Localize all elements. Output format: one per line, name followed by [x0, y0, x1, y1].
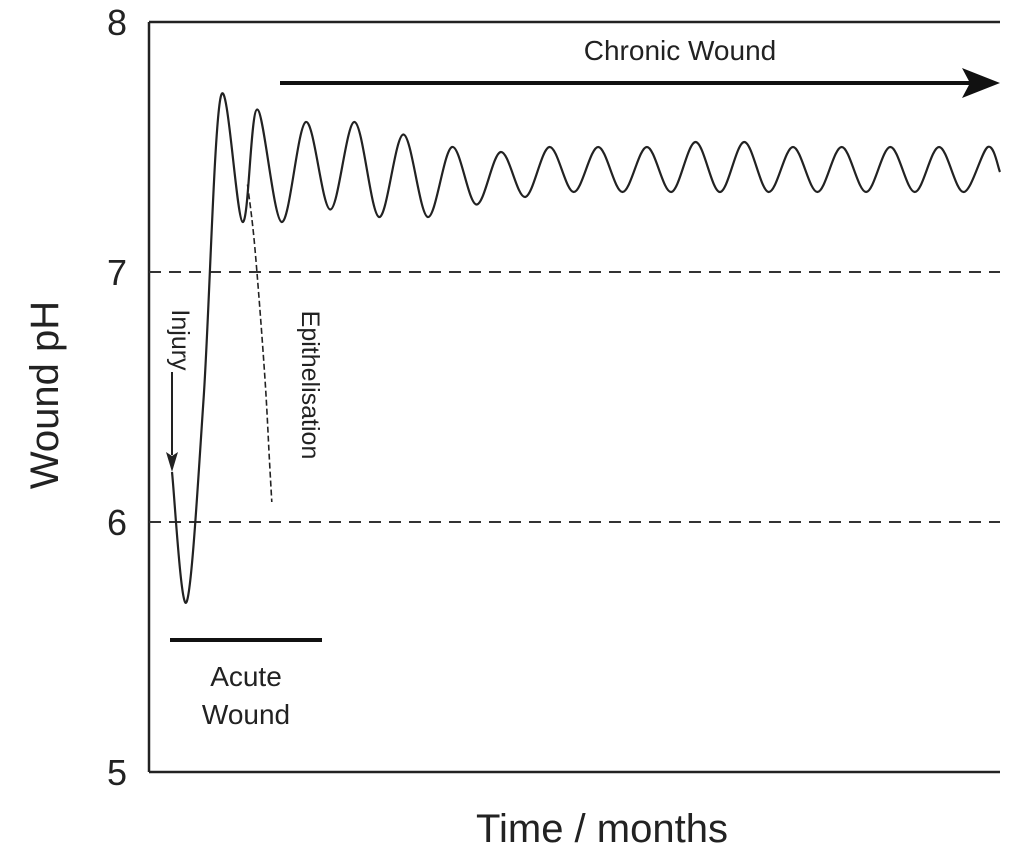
- acute-wound-label-line1: Acute: [210, 661, 282, 692]
- epithelisation-label: Epithelisation: [296, 311, 324, 460]
- chronic-wound-label: Chronic Wound: [584, 35, 776, 66]
- reference-lines: [149, 271, 1000, 523]
- y-tick-label-5: 5: [107, 752, 127, 793]
- injury-label: Injury: [166, 309, 194, 371]
- chronic-wound-arrow-head: [962, 68, 1000, 98]
- y-tick-label-6: 6: [107, 502, 127, 543]
- wound-ph-curve: [170, 92, 1002, 604]
- y-tick-labels: 5 6 7 8: [107, 2, 127, 793]
- y-axis-label: Wound pH: [23, 301, 67, 489]
- y-tick-label-7: 7: [107, 252, 127, 293]
- injury-arrow-head: [166, 452, 178, 472]
- epithelisation-curve: [246, 184, 273, 503]
- acute-wound-label-line2: Wound: [202, 699, 290, 730]
- series-group: [170, 92, 1002, 604]
- y-tick-label-8: 8: [107, 2, 127, 43]
- x-axis-label: Time / months: [476, 807, 728, 851]
